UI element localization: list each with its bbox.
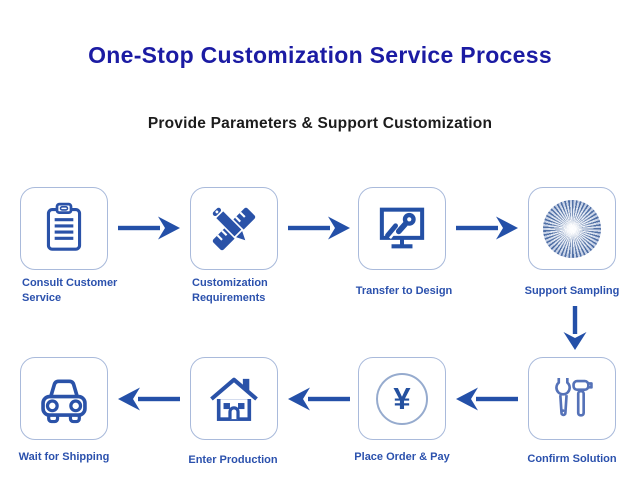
- step-label-place-order-pay: Place Order & Pay: [354, 451, 450, 463]
- yen-coin-icon: ¥: [376, 372, 428, 425]
- clipboard-icon: [46, 202, 82, 251]
- step-label-customization-requirements: Customization Requirements: [192, 277, 268, 304]
- step-box-transfer-to-design: [358, 187, 446, 270]
- step-label-consult-customer-service: Consult Customer Service: [22, 277, 118, 304]
- step-label-enter-production: Enter Production: [188, 454, 278, 466]
- arrow-left-icon: [454, 385, 520, 413]
- arrow-left-icon: [116, 385, 182, 413]
- sunburst-icon: [543, 199, 601, 258]
- page-title: One-Stop Customization Service Process: [88, 42, 552, 68]
- step-label-transfer-to-design: Transfer to Design: [355, 285, 453, 297]
- arrow-left-icon: [286, 385, 352, 413]
- arrow-right-icon: [454, 214, 520, 242]
- step-box-support-sampling: [528, 187, 616, 270]
- step-box-customization-requirements: [190, 187, 278, 270]
- step-box-consult-customer-service: [20, 187, 108, 270]
- step-box-wait-for-shipping: [20, 357, 108, 440]
- arrow-down-icon: [561, 304, 589, 352]
- step-box-enter-production: [190, 357, 278, 440]
- step-box-place-order-pay: ¥: [358, 357, 446, 440]
- arrow-right-icon: [286, 214, 352, 242]
- ruler-pencil-icon: [211, 205, 256, 250]
- step-label-confirm-solution: Confirm Solution: [527, 453, 617, 465]
- yen-symbol: ¥: [393, 381, 411, 416]
- house-icon: [210, 377, 258, 421]
- wrench-hammer-icon: [555, 377, 593, 417]
- step-label-wait-for-shipping: Wait for Shipping: [18, 451, 110, 463]
- page-subtitle: Provide Parameters & Support Customizati…: [147, 115, 493, 132]
- step-label-support-sampling: Support Sampling: [524, 285, 620, 297]
- step-box-confirm-solution: [528, 357, 616, 440]
- arrow-right-icon: [116, 214, 182, 242]
- monitor-pen-icon: [379, 207, 425, 248]
- car-icon: [41, 378, 87, 423]
